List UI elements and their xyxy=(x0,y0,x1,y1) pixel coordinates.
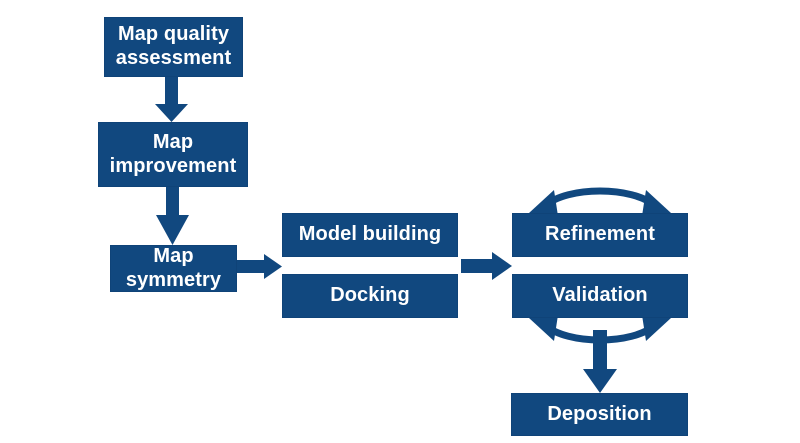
node-map-symmetry[interactable]: Map symmetry xyxy=(110,245,237,292)
connector-assessment-to-improvement xyxy=(155,77,188,122)
node-label: Model building xyxy=(298,223,442,246)
node-deposition[interactable]: Deposition xyxy=(511,393,688,436)
node-label: Map symmetry xyxy=(125,244,222,291)
connector-cycle-arc-bottom xyxy=(542,322,658,344)
node-label: Deposition xyxy=(547,402,652,425)
connector-symmetry-to-models xyxy=(237,254,282,279)
node-map-quality-assessment[interactable]: Map quality assessment xyxy=(104,17,243,77)
connector-validation-to-deposition xyxy=(583,330,617,393)
node-label: Validation xyxy=(552,284,648,307)
node-label: Map quality assessment xyxy=(115,23,232,69)
node-label: Docking xyxy=(330,284,410,307)
node-label: Refinement xyxy=(545,223,655,246)
connector-cycle-arc-bottom-arrowheads xyxy=(529,315,671,341)
node-model-building[interactable]: Model building xyxy=(282,213,458,257)
connector-improvement-to-symmetry xyxy=(156,187,189,245)
node-docking[interactable]: Docking xyxy=(282,274,458,318)
node-label: Map improvement xyxy=(109,130,237,177)
connector-cycle-arc-top xyxy=(542,187,658,209)
node-refinement[interactable]: Refinement xyxy=(512,213,688,257)
node-validation[interactable]: Validation xyxy=(512,274,688,318)
connector-models-to-refinement xyxy=(461,252,512,280)
node-map-improvement[interactable]: Map improvement xyxy=(98,122,248,187)
